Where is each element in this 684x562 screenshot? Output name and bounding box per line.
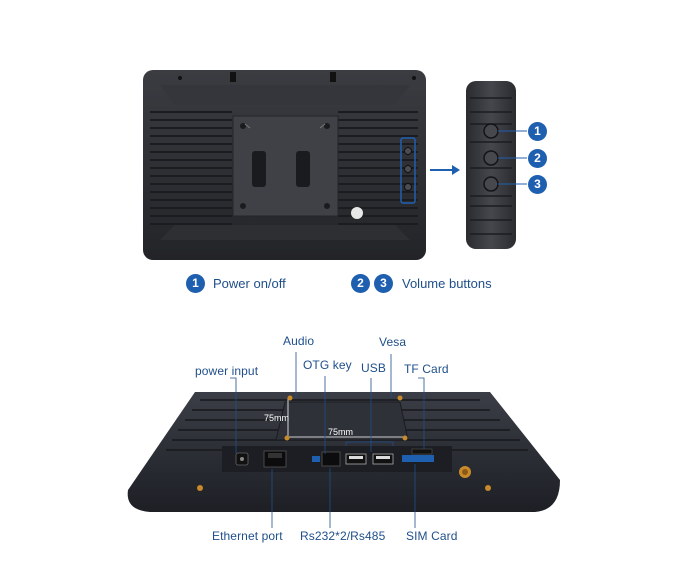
legend-badge-2: 2 [351, 274, 370, 293]
label-tf-card: TF Card [404, 362, 449, 376]
callout-badge-2: 2 [528, 149, 547, 168]
legend-volume-label: Volume buttons [402, 276, 492, 291]
dimension-horizontal: 75mm [328, 427, 354, 437]
label-usb: USB [361, 361, 386, 375]
label-ethernet-port: Ethernet port [212, 529, 283, 543]
label-sim-card: SIM Card [406, 529, 458, 543]
callout-badge-3: 3 [528, 175, 547, 194]
label-otg-key: OTG key [303, 358, 352, 372]
callout-badge-1: 1 [528, 122, 547, 141]
label-power-input: power input [195, 364, 259, 378]
legend-badge-1: 1 [186, 274, 205, 293]
dimension-vertical: 75mm [264, 413, 290, 423]
label-vesa: Vesa [379, 335, 407, 349]
label-rs232: Rs232*2/Rs485 [300, 529, 386, 543]
label-audio: Audio [283, 334, 315, 348]
legend-power-label: Power on/off [213, 276, 286, 291]
legend-badge-3: 3 [374, 274, 393, 293]
